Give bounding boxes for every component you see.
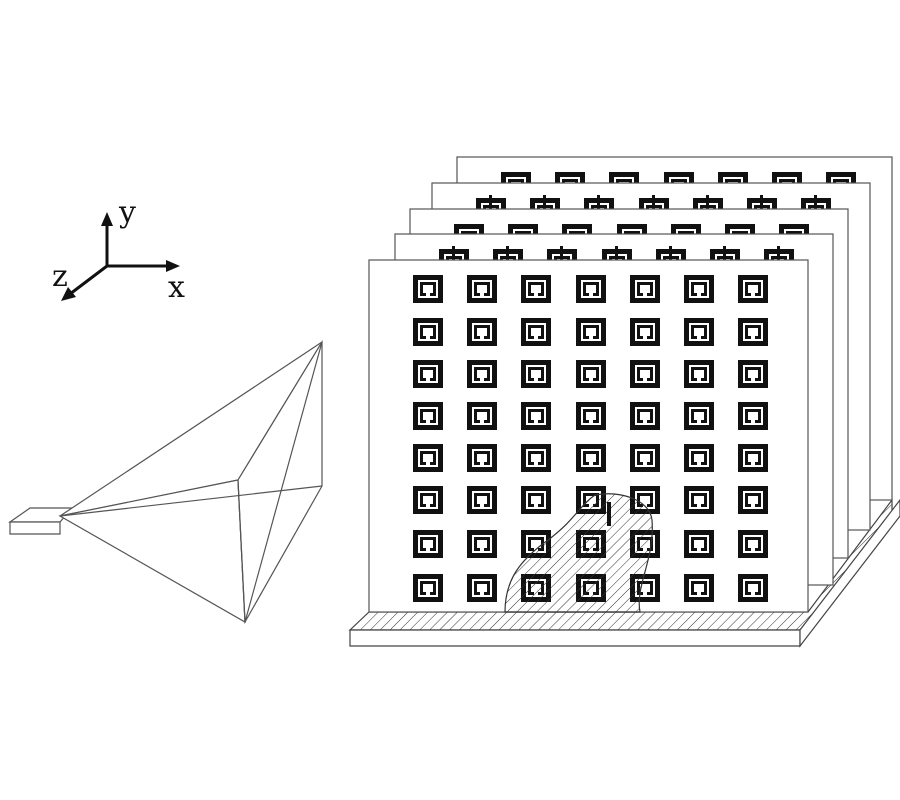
srr-cell — [467, 402, 497, 430]
srr-cell — [684, 360, 714, 388]
srr-cell — [684, 574, 714, 602]
srr-cell — [521, 444, 551, 472]
srr-cell — [413, 275, 443, 303]
base-side-face — [799, 499, 900, 648]
srr-cell — [413, 486, 443, 514]
waveguide-front — [9, 521, 61, 535]
srr-cell — [738, 318, 768, 346]
srr-cell — [521, 275, 551, 303]
horn-edge — [237, 479, 246, 623]
srr-cell — [413, 318, 443, 346]
base-plate — [348, 498, 900, 648]
srr-cell — [630, 574, 660, 602]
srr-cell — [467, 360, 497, 388]
srr-cell — [467, 574, 497, 602]
srr-cell — [521, 486, 551, 514]
board-spacer — [452, 246, 455, 260]
x-axis-label: x — [168, 270, 185, 305]
srr-cell — [630, 275, 660, 303]
horn-edge — [59, 485, 323, 517]
board-spacer — [723, 246, 726, 260]
srr-cell — [684, 402, 714, 430]
board-spacer — [615, 246, 618, 260]
z-arrow-icon — [61, 287, 76, 301]
srr-cell — [576, 275, 606, 303]
srr-cell — [576, 444, 606, 472]
board-spacer — [506, 246, 509, 260]
srr-cell — [413, 444, 443, 472]
srr-cell — [738, 486, 768, 514]
srr-cell — [467, 530, 497, 558]
srr-cell — [684, 275, 714, 303]
cutaway-section — [504, 493, 653, 613]
srr-cell — [630, 444, 660, 472]
srr-cell — [738, 360, 768, 388]
board-spacer — [560, 246, 563, 260]
board-spacer — [760, 195, 763, 209]
coordinate-axes — [61, 212, 180, 301]
srr-cell — [521, 318, 551, 346]
board-spacer — [669, 246, 672, 260]
z-axis — [69, 264, 108, 296]
srr-cell — [684, 486, 714, 514]
horn-edge — [244, 341, 323, 623]
board-spacer — [706, 195, 709, 209]
srr-cell — [630, 402, 660, 430]
srr-cell — [467, 486, 497, 514]
srr-cell — [413, 574, 443, 602]
x-arrow-icon — [166, 260, 180, 272]
srr-cell — [467, 275, 497, 303]
srr-cell — [576, 360, 606, 388]
y-arrow-icon — [101, 212, 113, 226]
board-spacer — [489, 195, 492, 209]
srr-cell — [630, 360, 660, 388]
srr-cell — [684, 530, 714, 558]
srr-cell — [738, 275, 768, 303]
board-spacer — [652, 195, 655, 209]
z-axis-label: z — [52, 259, 68, 294]
srr-cell — [630, 318, 660, 346]
horn-antenna — [8, 339, 323, 625]
srr-cell — [467, 318, 497, 346]
srr-cell — [521, 360, 551, 388]
board-spacer — [814, 195, 817, 209]
srr-cell — [738, 402, 768, 430]
srr-cell — [521, 402, 551, 430]
board-spacer — [777, 246, 780, 260]
srr-cell — [413, 402, 443, 430]
board-spacer — [543, 195, 546, 209]
srr-cell — [413, 360, 443, 388]
board-spacer — [597, 195, 600, 209]
srr-cell — [738, 574, 768, 602]
srr-cell — [738, 444, 768, 472]
srr-cell — [576, 402, 606, 430]
y-axis-label: y — [118, 195, 136, 230]
srr-cell — [684, 444, 714, 472]
rear-board-spacer — [607, 502, 611, 526]
srr-cell — [467, 444, 497, 472]
srr-cell — [576, 318, 606, 346]
srr-cell — [413, 530, 443, 558]
srr-cell — [684, 318, 714, 346]
srr-cell — [738, 530, 768, 558]
base-front-face — [349, 629, 801, 647]
